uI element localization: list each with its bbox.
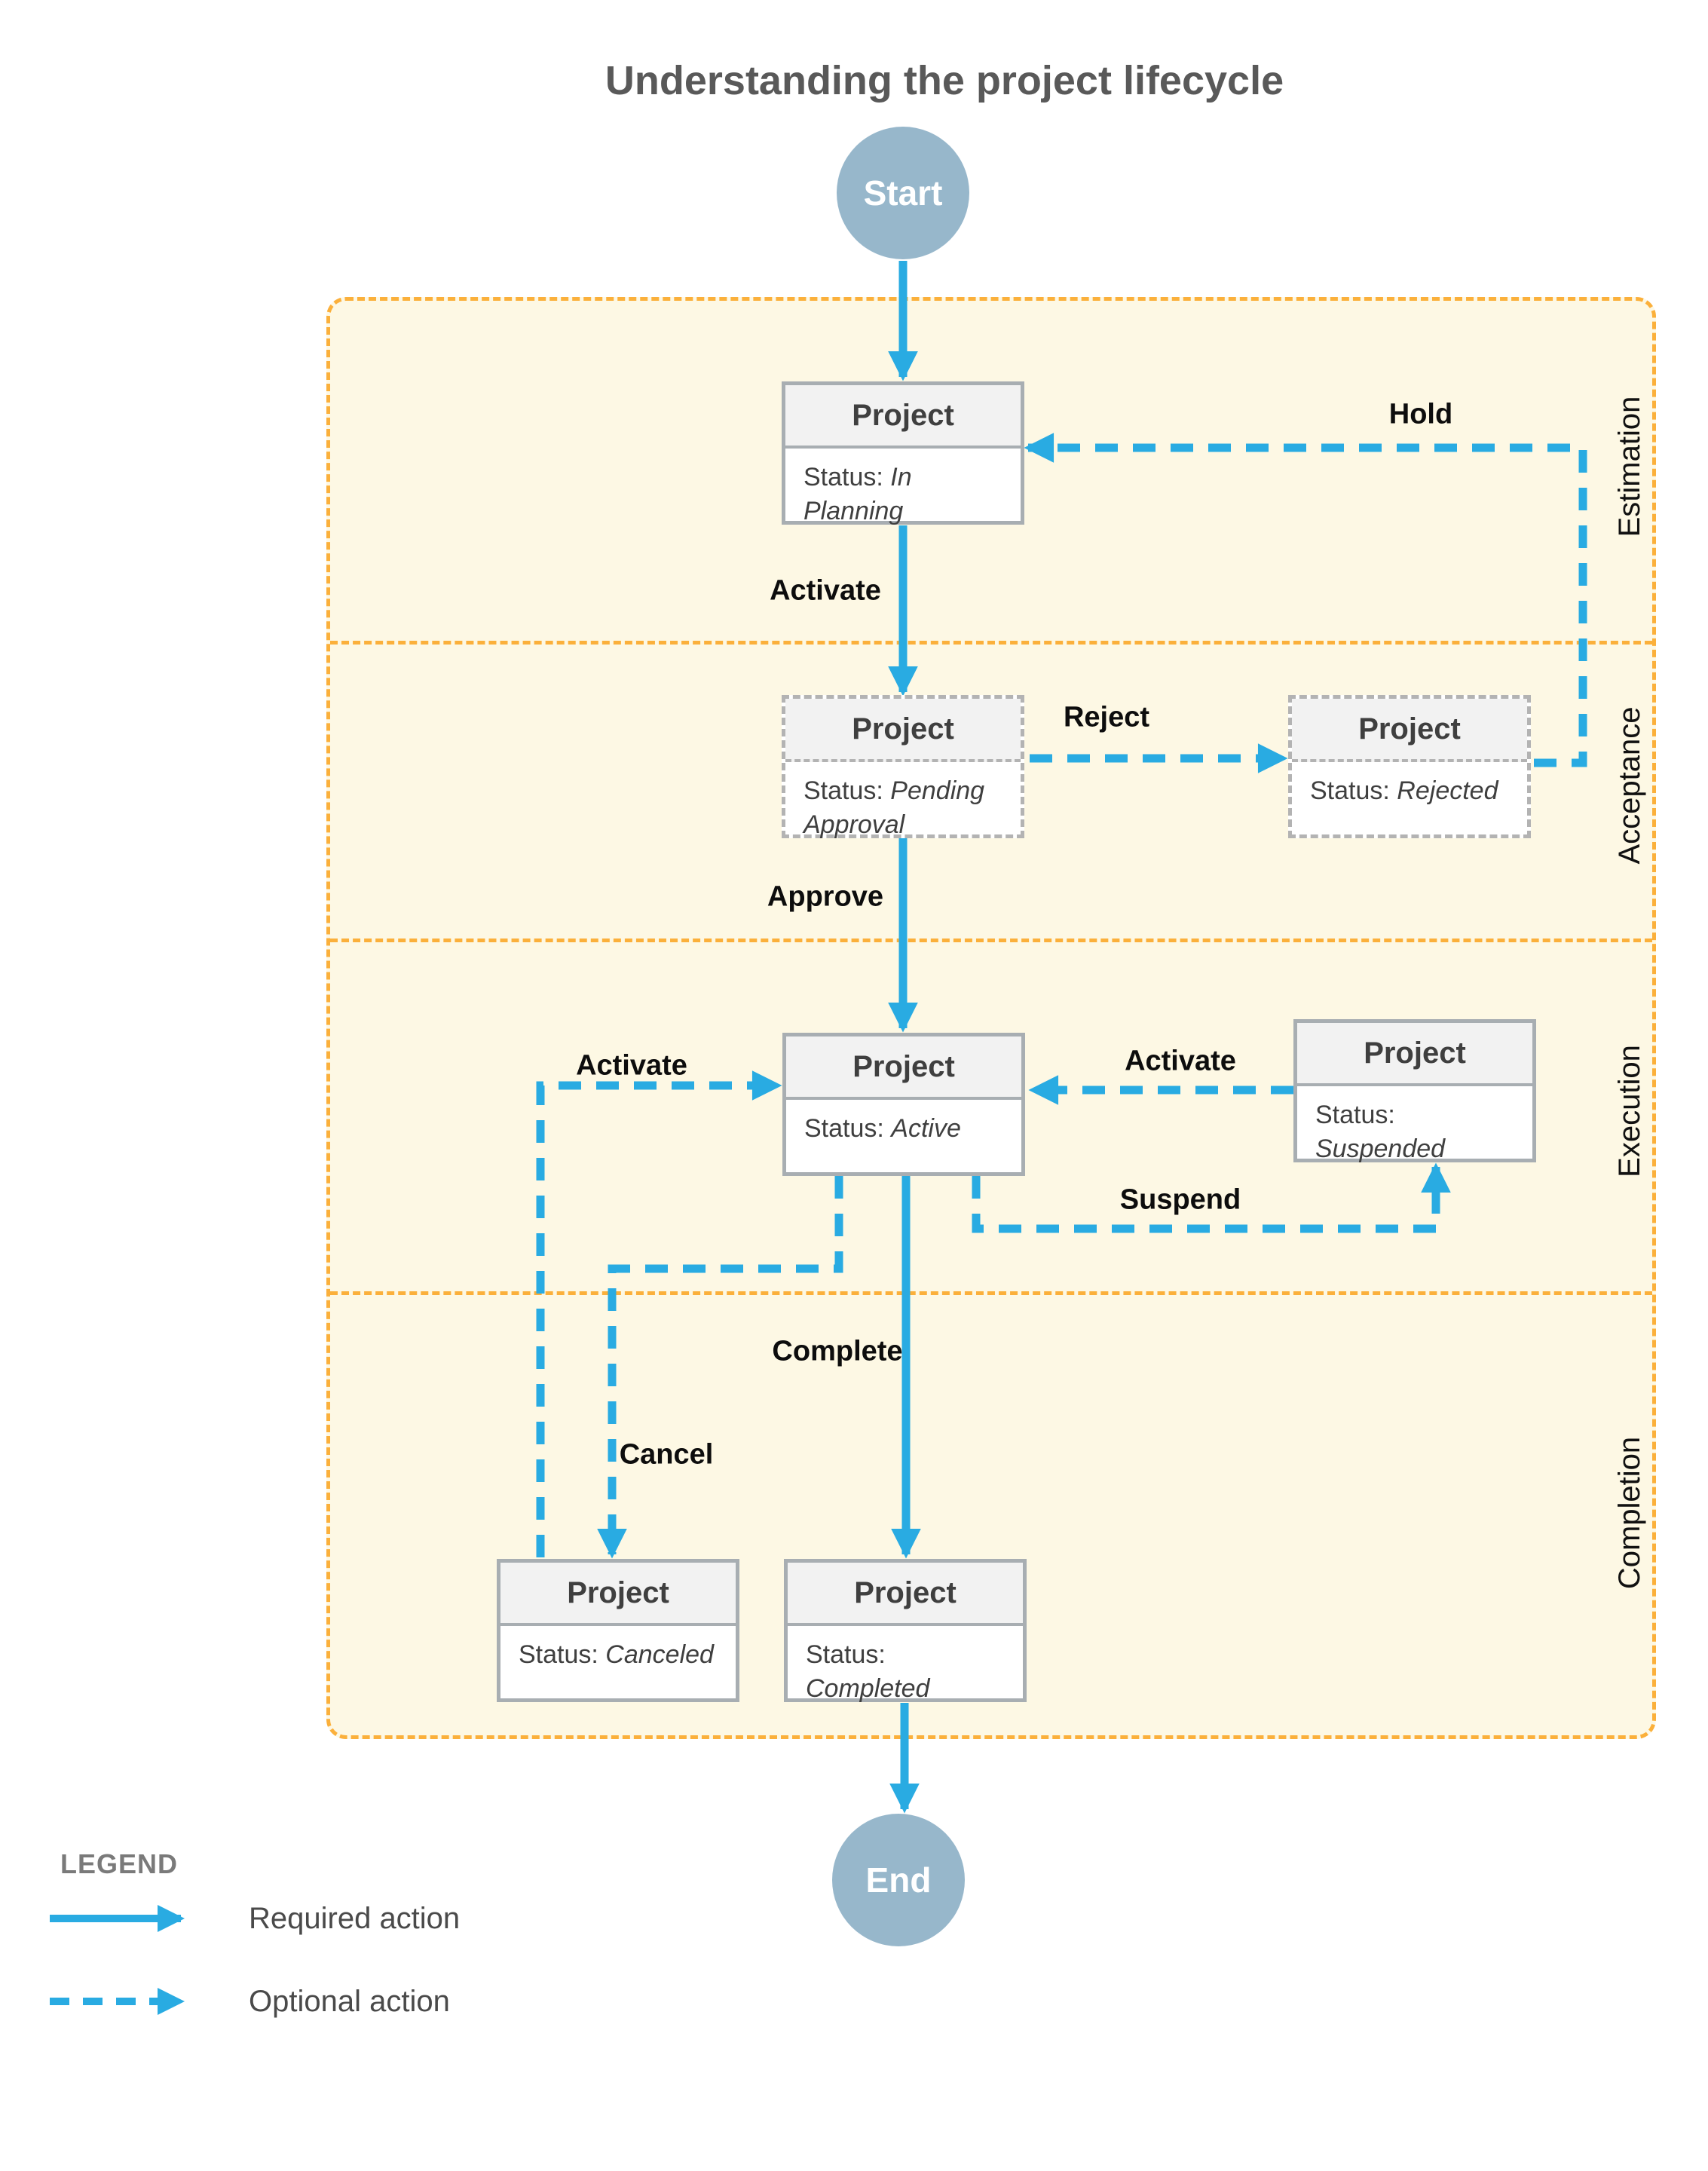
node-suspended-title: Project bbox=[1297, 1023, 1532, 1086]
status-label: Status: bbox=[1310, 776, 1390, 805]
legend-title: LEGEND bbox=[60, 1848, 179, 1879]
lane-divider-estimation-acceptance bbox=[330, 641, 1652, 645]
node-rejected: Project Status: Rejected bbox=[1288, 695, 1531, 838]
lane-divider-execution-completion bbox=[330, 1291, 1652, 1295]
status-value: In Planning bbox=[803, 463, 912, 525]
node-rejected-status: Status: Rejected bbox=[1292, 762, 1527, 808]
legend-row-optional: Optional action bbox=[45, 1983, 450, 2020]
end-node-label: End bbox=[865, 1860, 932, 1900]
action-label-hold: Hold bbox=[1388, 398, 1453, 430]
optional-arrow-icon bbox=[50, 1988, 185, 2015]
node-active: Project Status: Active bbox=[782, 1033, 1025, 1176]
status-value: Pending Approval bbox=[803, 776, 985, 839]
end-node: End bbox=[832, 1814, 965, 1946]
node-in-planning: Project Status: In Planning bbox=[782, 381, 1024, 525]
node-pending-approval: Project Status: Pending Approval bbox=[782, 695, 1024, 839]
status-label: Status: bbox=[1315, 1101, 1395, 1129]
edge-suspend-optional bbox=[972, 1162, 1451, 1233]
node-canceled-title: Project bbox=[500, 1563, 736, 1626]
edge-cancel-optional bbox=[597, 1176, 843, 1559]
node-rejected-title: Project bbox=[1292, 699, 1527, 762]
status-label: Status: bbox=[803, 776, 883, 805]
node-active-status: Status: Active bbox=[786, 1100, 1021, 1146]
lane-divider-acceptance-execution bbox=[330, 939, 1652, 942]
start-node: Start bbox=[837, 127, 969, 259]
node-completed: Project Status: Completed bbox=[784, 1559, 1027, 1703]
status-value: Completed bbox=[806, 1673, 930, 1703]
node-completed-title: Project bbox=[788, 1563, 1023, 1626]
required-arrow-icon bbox=[50, 1905, 185, 1932]
action-label-activate: Activate bbox=[770, 574, 881, 607]
edge-activate-from-canceled-optional bbox=[536, 1070, 782, 1557]
legend-optional-label: Optional action bbox=[249, 1984, 450, 2018]
action-label-suspend: Suspend bbox=[1119, 1183, 1241, 1216]
node-suspended: Project Status: Suspended bbox=[1293, 1019, 1536, 1163]
node-pending-approval-status: Status: Pending Approval bbox=[785, 762, 1021, 842]
status-label: Status: bbox=[803, 463, 883, 491]
status-value: Active bbox=[891, 1114, 961, 1143]
legend-row-required: Required action bbox=[45, 1900, 460, 1937]
node-suspended-status: Status: Suspended bbox=[1297, 1086, 1532, 1166]
action-label-activate-from-suspended: Activate bbox=[1125, 1045, 1236, 1077]
start-node-label: Start bbox=[863, 173, 943, 213]
status-label: Status: bbox=[806, 1640, 886, 1669]
status-label: Status: bbox=[519, 1640, 598, 1669]
node-canceled: Project Status: Canceled bbox=[497, 1559, 739, 1702]
legend-required-label: Required action bbox=[249, 1901, 461, 1935]
node-completed-status: Status: Completed bbox=[788, 1626, 1023, 1706]
status-label: Status: bbox=[804, 1114, 884, 1143]
node-canceled-status: Status: Canceled bbox=[500, 1626, 736, 1672]
action-label-activate-from-canceled: Activate bbox=[576, 1049, 687, 1082]
edge-hold-optional bbox=[1024, 433, 1587, 767]
node-pending-approval-title: Project bbox=[785, 699, 1021, 762]
status-value: Suspended bbox=[1315, 1134, 1446, 1163]
status-value: Canceled bbox=[605, 1640, 714, 1669]
diagram-title: Understanding the project lifecycle bbox=[605, 58, 1284, 103]
action-label-approve: Approve bbox=[767, 880, 884, 913]
node-in-planning-status: Status: In Planning bbox=[785, 449, 1021, 528]
status-value: Rejected bbox=[1397, 776, 1498, 805]
action-label-reject: Reject bbox=[1063, 701, 1150, 733]
node-active-title: Project bbox=[786, 1037, 1021, 1100]
action-label-complete: Complete bbox=[772, 1335, 903, 1367]
node-in-planning-title: Project bbox=[785, 385, 1021, 449]
action-label-cancel: Cancel bbox=[619, 1438, 714, 1471]
swimlane-band bbox=[326, 297, 1656, 1739]
